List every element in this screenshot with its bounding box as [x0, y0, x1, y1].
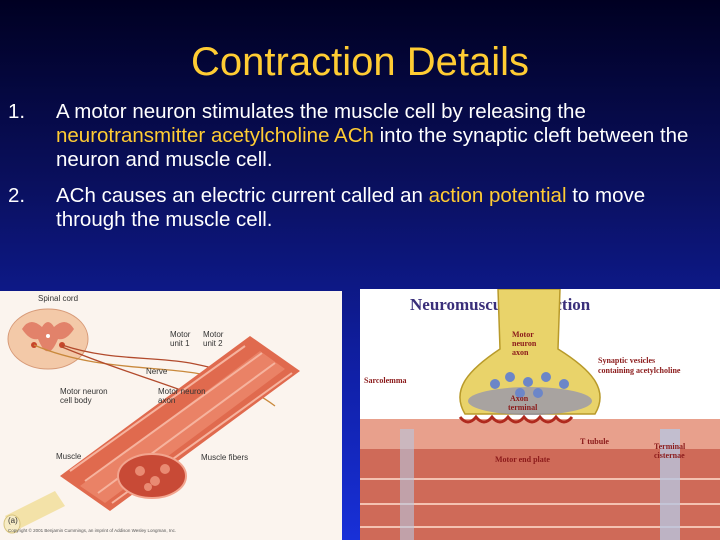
label-motor-end-plate: Motor end plate — [495, 455, 550, 464]
bullet-text: A motor neuron stimulates the muscle cel… — [56, 100, 586, 123]
label-containing: containing acetylcholine — [598, 366, 681, 375]
label-nerve: Nerve — [146, 367, 168, 376]
label-panel: (a) — [8, 516, 18, 525]
bullet-list: 1. A motor neuron stimulates the muscle … — [8, 100, 708, 244]
spinal-cord-drawing — [7, 308, 89, 370]
bullet-number: 2. — [8, 184, 26, 207]
axon-terminal-drawing — [459, 289, 601, 415]
bullet-highlight: neurotransmitter acetylcholine ACh — [56, 124, 374, 147]
slide-title: Contraction Details — [191, 40, 529, 84]
muscle-fiber-drawing — [360, 419, 720, 540]
bullet-text: ACh causes an electric current called an — [56, 184, 429, 207]
bullet-item-2: 2. ACh causes an electric current called… — [8, 184, 708, 232]
label-muscle: Muscle — [56, 452, 82, 461]
label-synaptic-vesicles: Synaptic vesicles — [598, 356, 655, 365]
label-spinal-cord: Spinal cord — [38, 294, 78, 303]
bullet-number: 1. — [8, 100, 26, 123]
bullet-highlight: action potential — [428, 184, 567, 207]
label-copyright: Copyright © 2001 Benjamin Cummings, an i… — [8, 527, 176, 533]
label-t-tubule: T tubule — [580, 437, 609, 446]
bullet-text: into the synaptic cleft between the neur… — [56, 124, 689, 171]
bullet-text: to move through the muscle cell. — [56, 184, 646, 231]
motor-end-plate-folds — [458, 414, 574, 424]
bullet-item-1: 1. A motor neuron stimulates the muscle … — [8, 100, 708, 172]
label-sarcolemma: Sarcolemma — [364, 376, 407, 385]
tendon-drawing — [3, 491, 65, 534]
label-motor-unit-1-line: Motor — [170, 330, 191, 339]
muscle-fibers-drawing — [60, 336, 300, 511]
label-muscle-fibers: Muscle fibers — [201, 453, 248, 462]
